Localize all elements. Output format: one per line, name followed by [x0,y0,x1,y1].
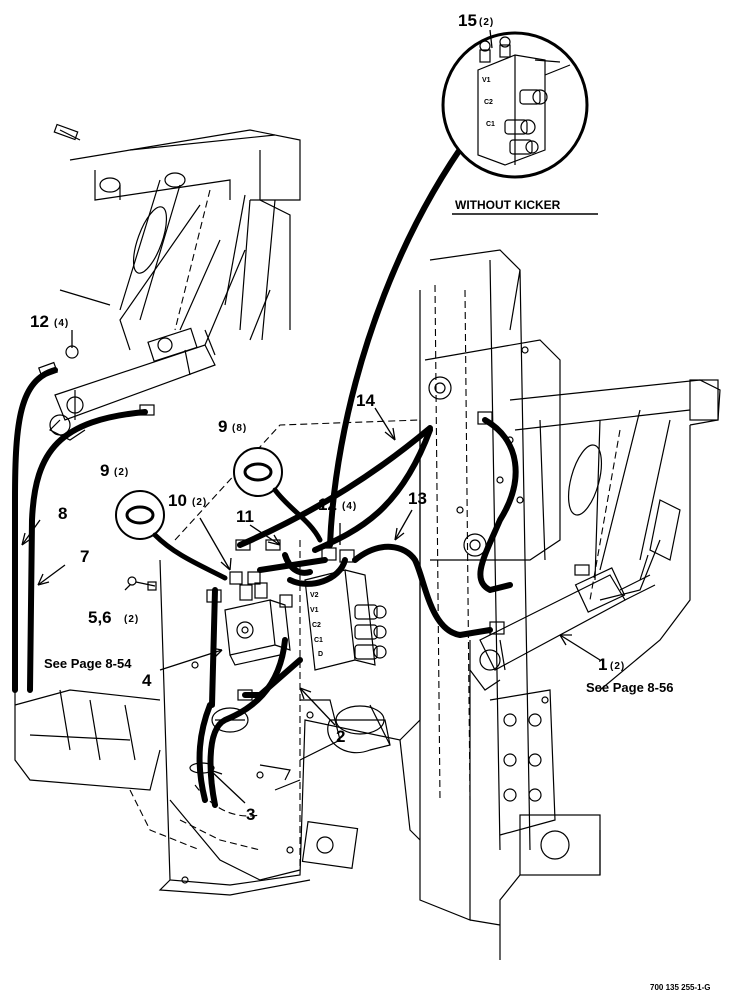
center-valve-block: V2 V1 C2 C1 D [304,569,387,671]
callout-9a: 9 (8) [218,417,247,436]
callout-number: 5,6 [88,608,112,627]
callout-number: 4 [142,671,152,690]
callout-number: 11 [236,507,254,526]
bolt-5-6 [127,576,157,591]
callout-qty: (2) [610,661,625,672]
callout-number: 13 [408,489,427,508]
lower-left-chassis [14,689,301,881]
page-reference: See Page 8-54 [44,656,132,671]
callout-12b: 12 (4) [318,495,357,514]
callout-1: 1 (2) [598,655,625,674]
inset-caption: WITHOUT KICKER [455,198,561,212]
callout-12a: 12 (4) [30,312,69,331]
callout-number: 1 [598,655,607,674]
solenoid-valve [224,582,291,666]
callout-2: 2 [336,727,345,746]
without-kicker-caption: WITHOUT KICKER [452,198,598,215]
callout-15: 15 (2) [458,11,494,30]
callout-qty: (2) [192,497,207,508]
figure-id: 700 135 255-1-G [650,983,711,992]
callout-qty: (4) [54,318,69,329]
callout-number: 8 [58,504,67,523]
note-see-page-8-56: See Page 8-56 [586,680,673,695]
callout-4: 4 [142,671,152,690]
callout-number: 2 [336,727,345,746]
callout-number: 12 [30,312,49,331]
callout-number: 7 [80,547,89,566]
figure-number: 700 135 255-1-G [650,983,711,992]
port-label: C2 [484,99,493,106]
left-arm-frame [53,123,301,351]
callout-number: 9 [218,417,227,436]
callout-qty: (2) [114,467,129,478]
callout-7: 7 [80,547,89,566]
port-label: C1 [314,637,323,644]
callout-10: 10 (2) [168,491,207,510]
port-label: D [318,651,323,658]
right-arm [509,379,721,691]
o-ring-9b [115,490,228,581]
callout-qty: (2) [479,17,494,28]
callout-number: 9 [100,461,109,480]
kicker-hose [327,132,473,548]
callout-number: 3 [246,805,255,824]
callout-8: 8 [58,504,67,523]
left-cylinder [48,327,216,441]
port-label: C1 [486,121,495,128]
callout-13: 13 [408,489,427,508]
callout-number: 10 [168,491,187,510]
callout-number: 12 [318,495,337,514]
page-reference: See Page 8-56 [586,680,673,695]
callout-qty: (2) [124,614,139,625]
callout-qty: (4) [342,501,357,512]
callout-number: 14 [356,391,375,410]
leader-lines [21,29,601,804]
left-hoses [12,345,155,693]
o-ring-9a [233,447,323,543]
right-cylinder [469,539,661,691]
note-see-page-8-54: See Page 8-54 [44,656,132,671]
port-label: V1 [482,77,491,84]
center-mounting-plate [158,419,421,896]
callout-qty: (8) [232,423,247,434]
without-kicker-inset: V1 C2 C1 [441,31,589,179]
port-label: V1 [310,607,319,614]
right-main-frame [419,249,601,960]
callout-14: 14 [356,391,375,410]
callout-9b: 9 (2) [100,461,129,480]
callout-number: 15 [458,11,477,30]
callout-11: 11 [236,507,254,526]
port-label: V2 [310,592,319,599]
callout-5-6: 5,6 (2) [88,608,139,627]
callout-3: 3 [246,805,255,824]
port-label: C2 [312,622,321,629]
